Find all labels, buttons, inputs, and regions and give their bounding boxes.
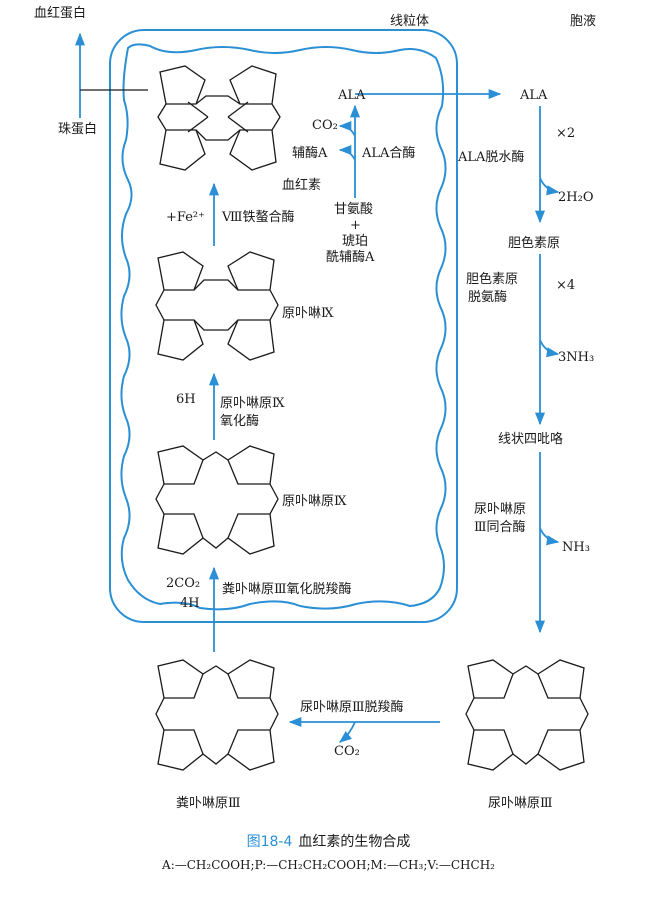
mitochondrion-membrane [109,29,458,623]
nh3b-label: NH₃ [562,540,590,555]
ala-synthase-label: ALA合酶 [362,146,416,161]
ppo-label-2: 氧化酶 [220,414,260,429]
figure-caption: 图18-4 血红素的生物合成 [0,831,657,851]
figure-legend: A:—CH₂COOH;P:—CH₂CH₂COOH;M:—CH₃;V:—CHCH₂ [162,858,495,872]
pbgd-label-2: 脱氨酶 [468,290,508,305]
plus-label: + [350,218,361,233]
hemoglobin-label: 血红蛋白 [34,6,87,21]
nh3-label: 3NH₃ [558,350,595,365]
globin-label: 珠蛋白 [58,122,98,137]
x4-label: ×4 [556,278,576,293]
cpo-label: 粪卟啉原Ⅲ氧化脱羧酶 [222,582,352,597]
ala-mito-label: ALA [338,88,366,103]
co2-cyto-label: CO₂ [334,744,360,759]
heme-label: 血红素 [282,178,322,193]
fe-label: +Fe²⁺ [166,210,205,225]
pbgd-label-1: 胆色素原 [466,272,519,287]
figure-title: 血红素的生物合成 [298,834,411,850]
h4-label: 4H [180,596,200,611]
alad-label: ALA脱水酶 [458,150,525,165]
succinyl-label-2: 酰辅酶A [326,250,375,265]
coproporphyrinogen-label: 粪卟啉原Ⅲ [176,796,241,811]
co2-2-label: 2CO₂ [166,576,201,591]
protoporphyrinogen-molecule [155,445,279,555]
succinyl-label-1: 琥珀 [342,234,369,249]
h6-label: 6H [176,392,196,407]
ppo-label-1: 原卟啉原Ⅸ [220,396,285,411]
glycine-label: 甘氨酸 [334,202,374,217]
urod-label: 尿卟啉原Ⅲ脱羧酶 [300,700,404,715]
x2-label: ×2 [556,126,576,141]
protoporphyrin-molecule [155,251,279,361]
h2o-label: 2H₂O [558,190,594,205]
mitochondria-label: 线粒体 [390,14,430,29]
heme-molecule [157,65,281,171]
ala-cyto-label: ALA [520,88,548,103]
pbg-label: 胆色素原 [508,236,561,251]
coa-label: 辅酶A [292,146,328,161]
cytosol-label: 胞液 [570,14,597,29]
uros-label-2: Ⅲ同合酶 [474,520,526,535]
uros-label-1: 尿卟啉原 [474,502,527,517]
pathway-arrows [74,32,560,743]
co2-mito-label: CO₂ [312,118,338,133]
coproporphyrinogen-molecule [155,659,279,771]
ferrochelatase-label: Ⅷ铁螯合酶 [222,210,295,225]
protoporphyrin-label: 原卟啉Ⅸ [282,306,334,321]
linear-tetrapyrrole-label: 线状四吡咯 [498,432,564,447]
uroporphyrinogen-label: 尿卟啉原Ⅲ [488,796,553,811]
figure-number: 图18-4 [246,834,293,850]
protoporphyrinogen-label: 原卟啉原Ⅸ [282,494,347,509]
uroporphyrinogen-molecule [465,659,589,771]
